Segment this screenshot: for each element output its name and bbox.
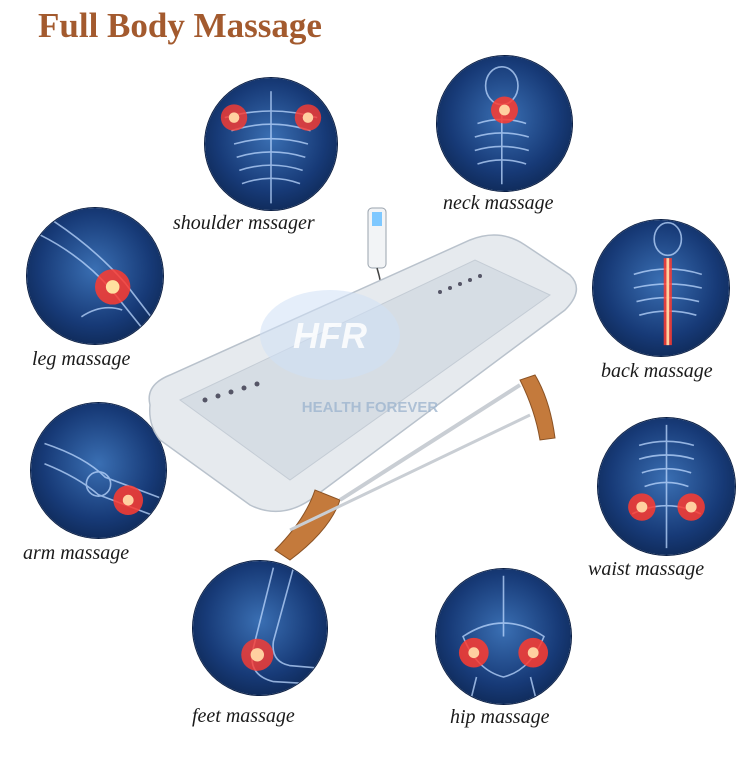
shoulder-massage-image [205, 78, 337, 210]
shoulder-massage-label: shoulder mssager [173, 212, 315, 234]
arm-massage-image [31, 403, 166, 538]
hip-massage-label: hip massage [450, 706, 550, 728]
leg-massage-label: leg massage [32, 348, 131, 370]
watermark-text: HEALTH FOREVER [302, 399, 439, 416]
waist-massage-label: waist massage [588, 558, 705, 580]
feet-massage-image [193, 561, 327, 695]
neck-massage-image [437, 56, 572, 191]
page-title: Full Body Massage [38, 6, 322, 45]
massage-bed-image: HFR HEALTH FOREVER [140, 200, 590, 580]
waist-massage-image [598, 418, 735, 555]
neck-massage-label: neck massage [443, 192, 554, 214]
back-massage-image [593, 220, 729, 356]
hip-massage-image [436, 569, 571, 704]
leg-massage-image [27, 208, 163, 344]
arm-massage-label: arm massage [23, 542, 130, 564]
feet-massage-label: feet massage [192, 705, 295, 727]
back-massage-label: back massage [601, 360, 713, 382]
watermark-logo: HFR [293, 315, 367, 356]
